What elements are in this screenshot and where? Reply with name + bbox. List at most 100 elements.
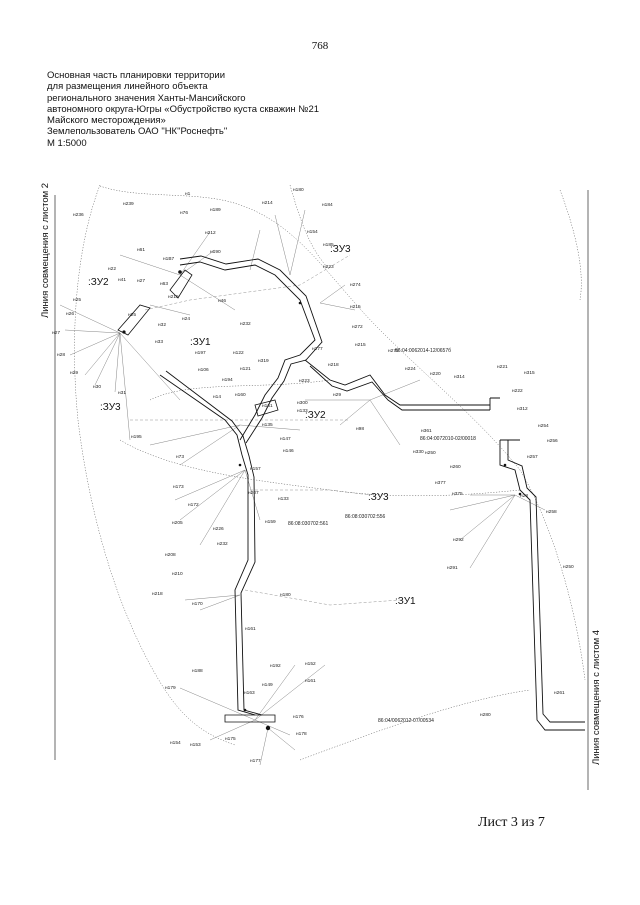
point-label: н212 [205, 230, 216, 236]
point-label: н226 [213, 526, 224, 532]
point-label: н377 [435, 480, 446, 486]
title-line: автономного округа-Югры «Обустройство ку… [47, 103, 320, 115]
page-number: 768 [311, 40, 329, 52]
point-label: н122 [233, 350, 244, 356]
point-label: н274 [350, 282, 361, 288]
point-label: н250 [425, 450, 436, 456]
point-label: н24 [182, 316, 190, 322]
point-label: н177 [250, 758, 261, 764]
point-label: н312 [517, 406, 528, 412]
cadastral-number: 86:08:030702:556 [345, 514, 386, 520]
point-label: н63 [160, 281, 168, 287]
point-label: н194 [222, 377, 233, 383]
point-label: н190 [210, 249, 221, 255]
point-label: н30 [93, 384, 101, 390]
cadastral-number: 86:04:0072010-02/00018 [420, 436, 476, 442]
point-label: н175 [225, 736, 236, 742]
parcel-label: :ЗУ3 [100, 402, 121, 413]
point-label: н147 [280, 436, 291, 442]
map-title-block: Основная часть планировки территории для… [47, 70, 467, 149]
point-label: н261 [554, 690, 565, 696]
point-label: н280 [480, 712, 491, 718]
title-line: регионального значения Ханты-Мансийского [47, 92, 246, 104]
point-label: н315 [524, 370, 535, 376]
cadastral-number: 86:08:030702:561 [288, 521, 329, 527]
point-label: н28 [520, 493, 528, 499]
point-label: н32 [158, 322, 166, 328]
point-label: н260 [450, 464, 461, 470]
point-label: н1В7 [163, 256, 175, 262]
point-label: н291 [447, 565, 458, 571]
point-label: н330 [413, 449, 424, 455]
point-label: н73 [176, 454, 184, 460]
point-label: н29 [333, 392, 341, 398]
parcel-label: :ЗУ1 [395, 596, 416, 607]
point-label: н257 [527, 454, 538, 460]
scale-label: М 1:5000 [47, 137, 87, 149]
point-label: н214 [262, 200, 273, 206]
point-labels: н1 н239 н76 н189 н214 н180 н184 н212 н15… [52, 187, 574, 764]
point-label: н161 [262, 403, 273, 409]
parcel-label: :ЗУ3 [330, 244, 351, 255]
point-label: н232 [240, 321, 251, 327]
parcel-label: :ЗУ1 [190, 337, 211, 348]
point-label: н160 [235, 392, 246, 398]
point-label: н179 [165, 685, 176, 691]
sheet-label: Лист 3 из 7 [478, 815, 545, 830]
pipeline-corridor [159, 255, 585, 731]
point-label: н223 [323, 264, 334, 270]
point-label: н218 [152, 591, 163, 597]
point-label: н256 [547, 438, 558, 444]
point-label: н154 [307, 229, 318, 235]
point-label: н185 [323, 242, 334, 248]
point-label: н319 [258, 358, 269, 364]
point-label: н152 [305, 661, 316, 667]
point-label: н159 [265, 519, 276, 525]
point-label: н170 [192, 601, 203, 607]
parcel-label: :ЗУ3 [368, 492, 389, 503]
point-label: н161 [245, 626, 256, 632]
point-label: н279 [388, 348, 399, 354]
point-label: н133 [297, 408, 308, 414]
point-label: н27 [52, 330, 60, 336]
point-label: н314 [454, 374, 465, 380]
point-label: н236 [73, 212, 84, 218]
point-label: н192 [270, 663, 281, 669]
point-label: н31 [118, 390, 126, 396]
point-label: н361 [421, 428, 432, 434]
parcel-label: :ЗУ2 [305, 410, 326, 421]
land-user-line: Землепользователь ОАО "НК"Роснефть" [47, 126, 228, 138]
point-label: н41 [118, 277, 126, 283]
title-line: для размещения линейного объекта [47, 81, 208, 93]
point-label: н26 [66, 311, 74, 317]
point-label: н172 [188, 502, 199, 508]
point-label: н29 [70, 370, 78, 376]
point-label: н46 [218, 298, 226, 304]
terrain-contours [74, 184, 586, 761]
point-label: н180 [293, 187, 304, 193]
point-label: н146 [283, 448, 294, 454]
point-label: н28 [57, 352, 65, 358]
point-label: н197 [195, 350, 206, 356]
point-label: н195 [131, 434, 142, 440]
cadastral-number: 86:04:0062014-12/0657б [395, 348, 451, 354]
point-label: н254 [538, 423, 549, 429]
point-label: н220 [430, 371, 441, 377]
point-label: н224 [405, 366, 416, 372]
point-label: н239 [123, 201, 134, 207]
point-label: н173 [173, 484, 184, 490]
point-label: н98 [356, 426, 364, 432]
point-label: н178 [296, 731, 307, 737]
point-label: н106 [198, 367, 209, 373]
point-label: н223 [299, 378, 310, 384]
point-label: н188 [192, 668, 203, 674]
point-label: н222 [512, 388, 523, 394]
point-label: н208 [165, 552, 176, 558]
parcel-boundaries [130, 254, 401, 606]
point-label: н232 [217, 541, 228, 547]
point-label: н61 [137, 247, 145, 253]
point-label: н27 [137, 278, 145, 284]
point-label: н215 [350, 304, 361, 310]
point-label: н22 [108, 266, 116, 272]
point-label: н14 [213, 394, 221, 400]
